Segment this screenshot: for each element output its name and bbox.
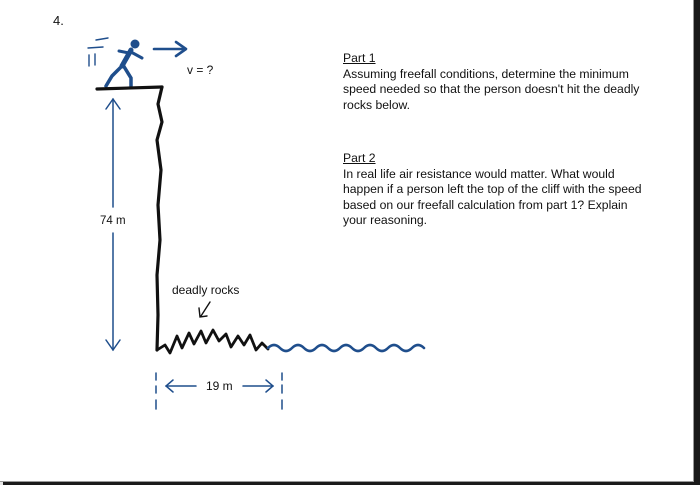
rocks-outline (155, 328, 270, 355)
part-2-text: In real life air resistance would matter… (343, 166, 642, 228)
rocks-label: deadly rocks (172, 283, 239, 297)
water-waves (266, 343, 426, 353)
cliff-outline (95, 85, 164, 352)
part-2-heading: Part 2 (343, 151, 376, 165)
part-1-heading: Part 1 (343, 51, 376, 65)
distance-label: 19 m (206, 379, 233, 393)
part-2-block: Part 2 In real life air resistance would… (343, 151, 653, 229)
speed-lines (87, 37, 109, 67)
height-label: 74 m (100, 215, 126, 227)
distance-arrow-icon (155, 372, 283, 410)
height-arrow-icon (105, 97, 121, 352)
rocks-pointer-icon (198, 301, 211, 318)
part-1-text: Assuming freefall conditions, determine … (343, 66, 640, 112)
velocity-arrow-icon (152, 40, 188, 58)
running-person-icon (104, 39, 144, 88)
velocity-label: v = ? (187, 63, 214, 77)
question-number: 4. (53, 13, 64, 28)
part-1-block: Part 1 Assuming freefall conditions, det… (343, 51, 653, 113)
